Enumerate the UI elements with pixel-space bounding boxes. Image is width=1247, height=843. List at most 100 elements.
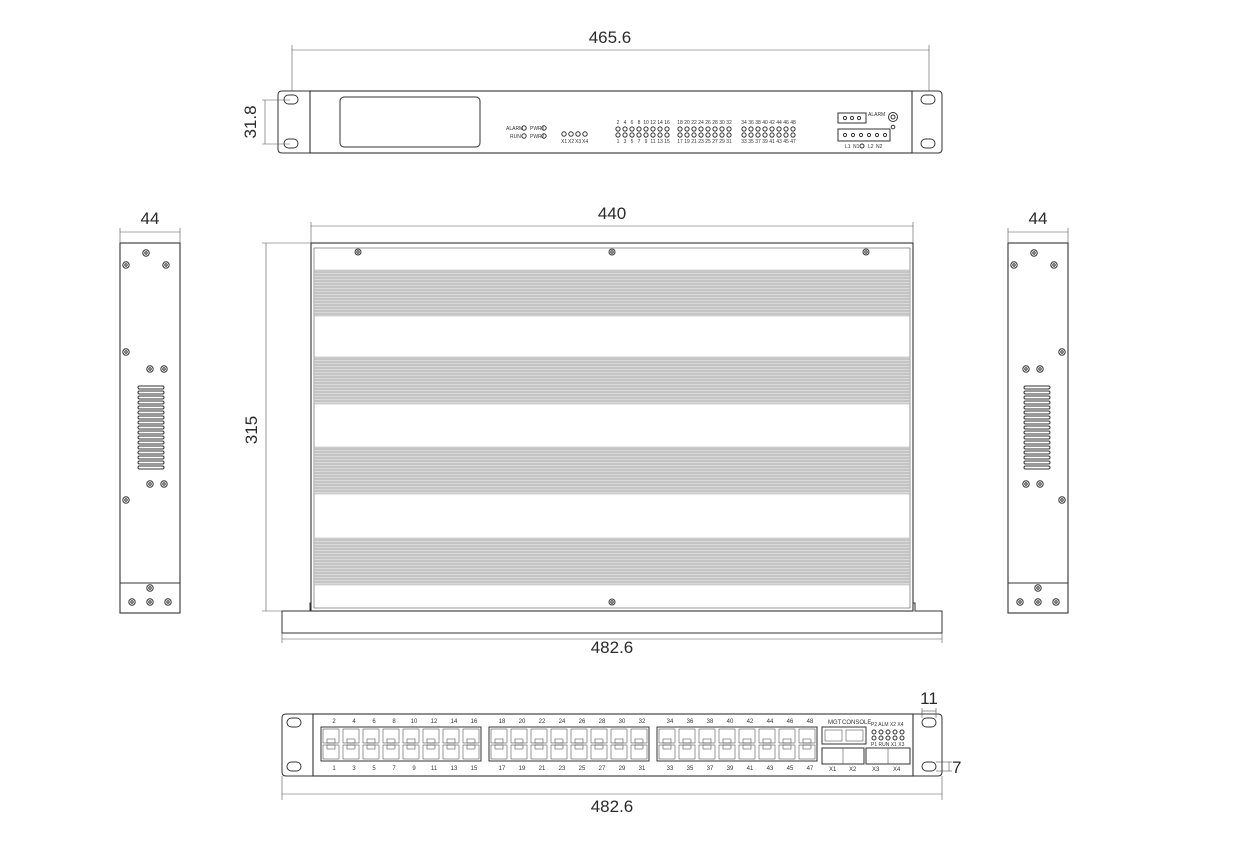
rj45-label-top: 16 — [471, 719, 478, 725]
front-led-label-top: 48 — [790, 120, 796, 126]
front-led-label-bottom: 35 — [748, 139, 754, 145]
front-led-label-top: 38 — [755, 120, 761, 126]
rj45-latch — [386, 744, 396, 750]
side-view-right: 44 — [1007, 209, 1069, 614]
dim-top-overall-width: 482.6 — [591, 638, 634, 657]
rj45-latch — [554, 738, 564, 744]
port-led — [691, 126, 697, 132]
vent-slot — [1023, 425, 1051, 430]
screw-center — [1032, 251, 1036, 255]
screw-center — [130, 600, 134, 604]
vent-slot — [1023, 405, 1051, 410]
port-led — [726, 132, 732, 138]
port-led — [636, 126, 642, 132]
screw — [146, 480, 154, 488]
vent-slot — [137, 425, 165, 430]
screw — [142, 249, 150, 257]
rj45-label-top: 20 — [519, 719, 526, 725]
rj45-latch — [534, 744, 544, 750]
rj45-label-bottom: 47 — [807, 766, 814, 772]
rj45-label-top: 8 — [392, 719, 396, 725]
port-led-array: 2143658710912111413161518172019222124232… — [615, 120, 796, 145]
port-led — [643, 132, 649, 138]
screw-center — [124, 498, 128, 502]
screw — [1010, 261, 1018, 269]
screw — [1016, 598, 1024, 606]
screw — [1030, 249, 1038, 257]
screw — [122, 348, 130, 356]
screw-center — [1036, 586, 1040, 590]
status-led — [899, 729, 905, 735]
port-led — [698, 126, 704, 132]
sfp-label-x4: X4 — [893, 767, 901, 773]
rj45-label-bottom: 11 — [431, 766, 438, 772]
port-led — [691, 132, 697, 138]
dim-front-width: 465.6 — [589, 28, 632, 47]
front-led-label-bottom: 31 — [726, 139, 732, 145]
screw — [146, 365, 154, 373]
port-led — [684, 132, 690, 138]
x4-led-label: X4 — [582, 139, 588, 145]
vent-slot — [1023, 450, 1051, 455]
port-led — [712, 132, 718, 138]
rj45-label-bottom: 33 — [667, 766, 674, 772]
screw-center — [1036, 600, 1040, 604]
port-led — [629, 132, 635, 138]
rj45-latch — [802, 738, 812, 744]
screw — [122, 261, 130, 269]
port-led — [636, 132, 642, 138]
front-view: ALARM RUN PWR1 PWR2 X1 X2 X3 X4 21436587… — [241, 28, 943, 154]
rj45-latch — [762, 738, 772, 744]
port-led — [748, 126, 754, 132]
front-led-label-top: 34 — [741, 120, 747, 126]
front-led-label-bottom: 23 — [698, 139, 704, 145]
dim-side-width-left: 44 — [141, 209, 160, 228]
rj45-label-top: 6 — [372, 719, 376, 725]
rj45-label-bottom: 15 — [471, 766, 478, 772]
port-led — [755, 132, 761, 138]
status-led — [885, 729, 891, 735]
screw-center — [162, 482, 166, 486]
port-led — [790, 126, 796, 132]
rear-led-footer: P1 RUN X1 X3 — [871, 742, 905, 748]
screw — [160, 365, 168, 373]
heatsink-fins — [313, 269, 911, 586]
front-led-label-top: 6 — [631, 120, 634, 126]
port-led — [712, 126, 718, 132]
vent-slot — [1023, 420, 1051, 425]
rj45-block — [488, 726, 650, 762]
rj45-label-bottom: 1 — [332, 766, 336, 772]
front-led-label-bottom: 19 — [684, 139, 690, 145]
vent-slot — [1023, 395, 1051, 400]
vent-slot — [1023, 400, 1051, 405]
port-led — [776, 132, 782, 138]
rj45-latch — [574, 744, 584, 750]
port-led — [769, 126, 775, 132]
vent-slot — [137, 455, 165, 460]
rj45-latch — [802, 744, 812, 750]
front-led-label-bottom: 43 — [776, 139, 782, 145]
rj45-label-bottom: 21 — [539, 766, 546, 772]
front-led-label-top: 4 — [624, 120, 627, 126]
screw — [122, 496, 130, 504]
vent-slot — [1023, 390, 1051, 395]
x3-led-label: X3 — [575, 139, 581, 145]
vent-slot — [137, 395, 165, 400]
port-led — [741, 126, 747, 132]
front-led-label-bottom: 5 — [631, 139, 634, 145]
rj45-label-bottom: 31 — [639, 766, 646, 772]
port-led — [769, 132, 775, 138]
rj45-latch — [702, 744, 712, 750]
rj45-latch — [662, 738, 672, 744]
rj45-latch — [782, 738, 792, 744]
vent-slot — [137, 445, 165, 450]
screw-center — [148, 482, 152, 486]
front-led-label-bottom: 41 — [769, 139, 775, 145]
rj45-latch — [594, 744, 604, 750]
dim-rear-overall-width: 482.6 — [591, 797, 634, 816]
rj45-label-bottom: 23 — [559, 766, 566, 772]
port-led — [650, 132, 656, 138]
rj45-label-top: 18 — [499, 719, 506, 725]
rj45-block — [320, 726, 482, 762]
led-label-pwr2: PWR2 — [530, 134, 545, 140]
